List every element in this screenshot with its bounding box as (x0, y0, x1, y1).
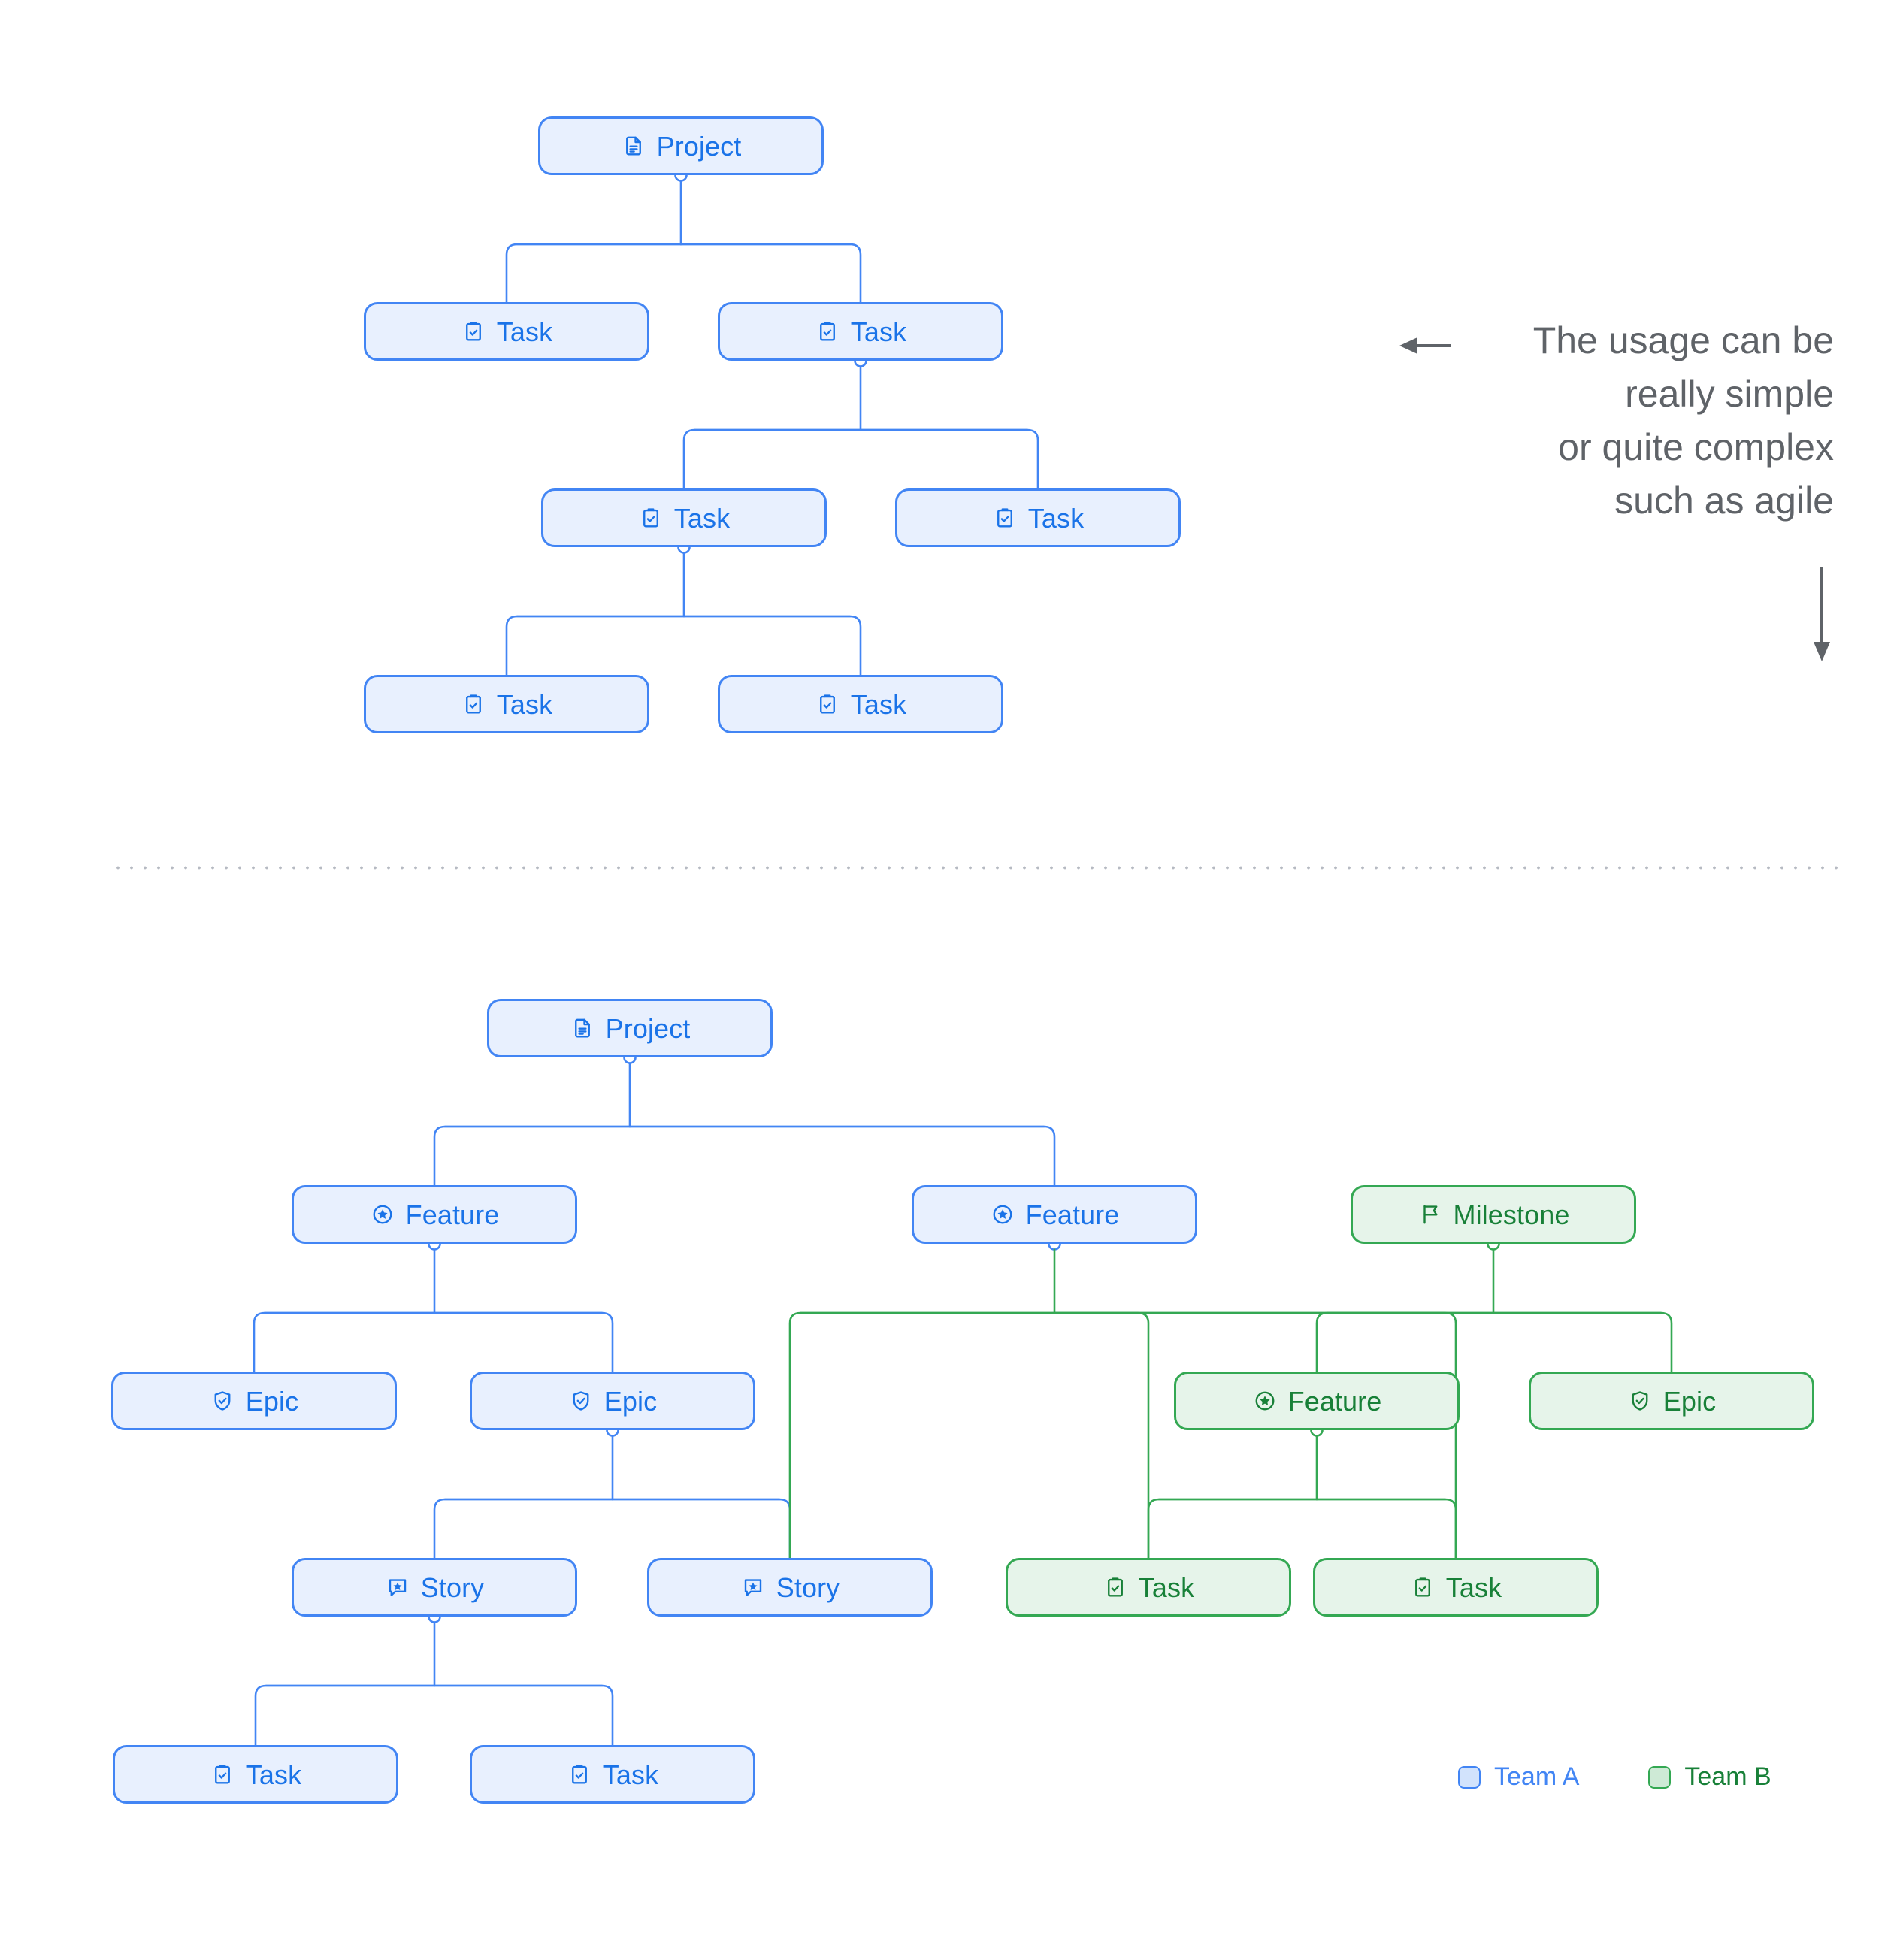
connector (433, 1684, 614, 1747)
shield-check-icon (210, 1388, 235, 1414)
flag-icon (1417, 1202, 1443, 1227)
node-label: Task (673, 503, 731, 534)
node-label: Task (1138, 1572, 1195, 1603)
clipboard-check-icon (1103, 1574, 1128, 1600)
node-project[interactable]: Project (538, 116, 824, 175)
clipboard-check-icon (461, 319, 486, 344)
node-task[interactable]: Task (718, 302, 1003, 361)
legend-item-team-a: Team A (1458, 1762, 1579, 1792)
node-project[interactable]: Project (487, 999, 773, 1057)
clipboard-check-icon (461, 691, 486, 717)
node-epic[interactable]: Epic (470, 1372, 755, 1430)
node-feature[interactable]: Feature (292, 1185, 577, 1244)
connector (682, 615, 862, 676)
legend-label-team-a: Team A (1494, 1762, 1580, 1791)
node-label: Task (1027, 503, 1085, 534)
node-epic[interactable]: Epic (111, 1372, 397, 1430)
connector (253, 1311, 436, 1373)
clipboard-check-icon (210, 1762, 235, 1787)
node-task[interactable]: Task (718, 675, 1003, 733)
connector (628, 1125, 1056, 1187)
node-feature[interactable]: Feature (912, 1185, 1197, 1244)
connector (433, 1125, 631, 1187)
node-label: Project (605, 1013, 691, 1044)
star-circle-icon (990, 1202, 1015, 1227)
node-label: Task (850, 689, 907, 720)
connector (1492, 1311, 1673, 1373)
clipboard-check-icon (992, 505, 1018, 531)
connector (433, 1498, 614, 1559)
node-label: Epic (604, 1386, 658, 1417)
star-circle-icon (370, 1202, 395, 1227)
node-task[interactable]: Task (895, 488, 1181, 547)
node-feature[interactable]: Feature (1174, 1372, 1460, 1430)
clipboard-check-icon (815, 691, 840, 717)
document-icon (621, 133, 646, 159)
node-label: Feature (1287, 1386, 1382, 1417)
connector (1147, 1498, 1318, 1559)
node-label: Task (1445, 1572, 1502, 1603)
connector (1315, 1498, 1457, 1559)
arrow-down-icon (1814, 567, 1830, 661)
node-label: Feature (405, 1199, 500, 1230)
node-label: Story (420, 1572, 485, 1603)
connector (682, 428, 862, 490)
node-label: Task (496, 689, 553, 720)
node-label: Milestone (1453, 1199, 1570, 1230)
node-task[interactable]: Task (470, 1745, 755, 1804)
shield-check-icon (568, 1388, 594, 1414)
node-story[interactable]: Story (647, 1558, 933, 1617)
legend-item-team-b: Team B (1648, 1762, 1771, 1792)
legend-swatch-team-b (1648, 1765, 1672, 1789)
document-icon (570, 1015, 595, 1041)
node-task[interactable]: Task (113, 1745, 398, 1804)
connector (611, 1498, 791, 1559)
node-task[interactable]: Task (364, 675, 649, 733)
node-label: Story (776, 1572, 840, 1603)
node-epic[interactable]: Epic (1529, 1372, 1814, 1430)
node-label: Project (656, 131, 742, 162)
star-circle-icon (1252, 1388, 1278, 1414)
node-label: Task (245, 1759, 302, 1790)
connector (505, 243, 682, 304)
annotation-text: The usage can be really simple or quite … (1532, 319, 1834, 522)
node-label: Feature (1025, 1199, 1120, 1230)
legend-swatch-team-a (1458, 1765, 1481, 1789)
clipboard-check-icon (1410, 1574, 1436, 1600)
node-task[interactable]: Task (364, 302, 649, 361)
chat-star-icon (740, 1574, 766, 1600)
section-divider (111, 866, 1840, 870)
connector (505, 615, 685, 676)
node-label: Task (496, 316, 553, 347)
connector (788, 1311, 1056, 1559)
connector (859, 428, 1039, 490)
legend-label-team-b: Team B (1684, 1762, 1771, 1791)
node-label: Task (602, 1759, 659, 1790)
connector (1053, 1311, 1457, 1559)
clipboard-check-icon (638, 505, 664, 531)
clipboard-check-icon (567, 1762, 592, 1787)
node-label: Task (850, 316, 907, 347)
node-task[interactable]: Task (1006, 1558, 1291, 1617)
node-task[interactable]: Task (1313, 1558, 1599, 1617)
node-task[interactable]: Task (541, 488, 827, 547)
arrow-left-icon (1399, 337, 1451, 354)
legend: Team A Team B (1458, 1762, 1771, 1792)
node-label: Epic (245, 1386, 299, 1417)
chat-star-icon (385, 1574, 410, 1600)
connector (254, 1684, 436, 1747)
connector (679, 243, 862, 304)
shield-check-icon (1627, 1388, 1653, 1414)
connector (1315, 1311, 1495, 1373)
connector (433, 1311, 614, 1373)
node-label: Epic (1662, 1386, 1717, 1417)
clipboard-check-icon (815, 319, 840, 344)
node-story[interactable]: Story (292, 1558, 577, 1617)
node-milestone[interactable]: Milestone (1351, 1185, 1636, 1244)
connector (1053, 1311, 1150, 1559)
